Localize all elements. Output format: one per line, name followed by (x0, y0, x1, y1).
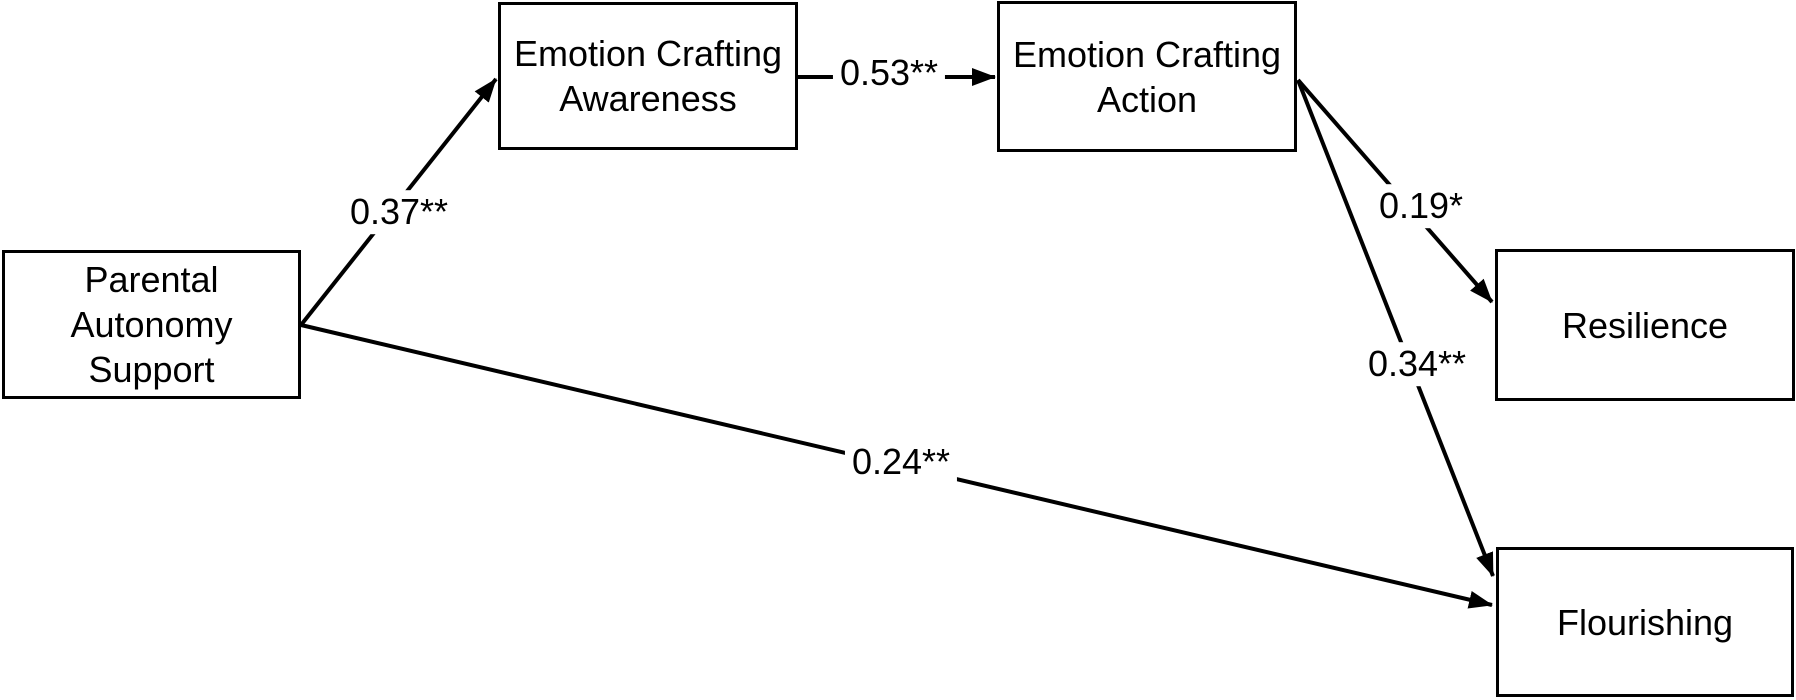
node-emotion-crafting-action: Emotion Crafting Action (997, 1, 1297, 152)
node-emotion-crafting-awareness: Emotion Crafting Awareness (498, 2, 798, 150)
arrow-action-to-flourishing (1296, 79, 1495, 577)
path-coefficient-action-flourishing: 0.34** (1360, 342, 1474, 386)
path-coefficient-pas-awareness: 0.37** (342, 190, 456, 234)
node-parental-autonomy-support: Parental Autonomy Support (2, 250, 301, 399)
node-resilience: Resilience (1495, 249, 1795, 401)
path-coefficient-pas-flourishing: 0.24** (844, 440, 958, 484)
path-coefficient-awareness-action: 0.53** (832, 51, 946, 95)
path-coefficient-action-resilience: 0.19* (1371, 184, 1471, 228)
node-flourishing: Flourishing (1496, 547, 1794, 697)
